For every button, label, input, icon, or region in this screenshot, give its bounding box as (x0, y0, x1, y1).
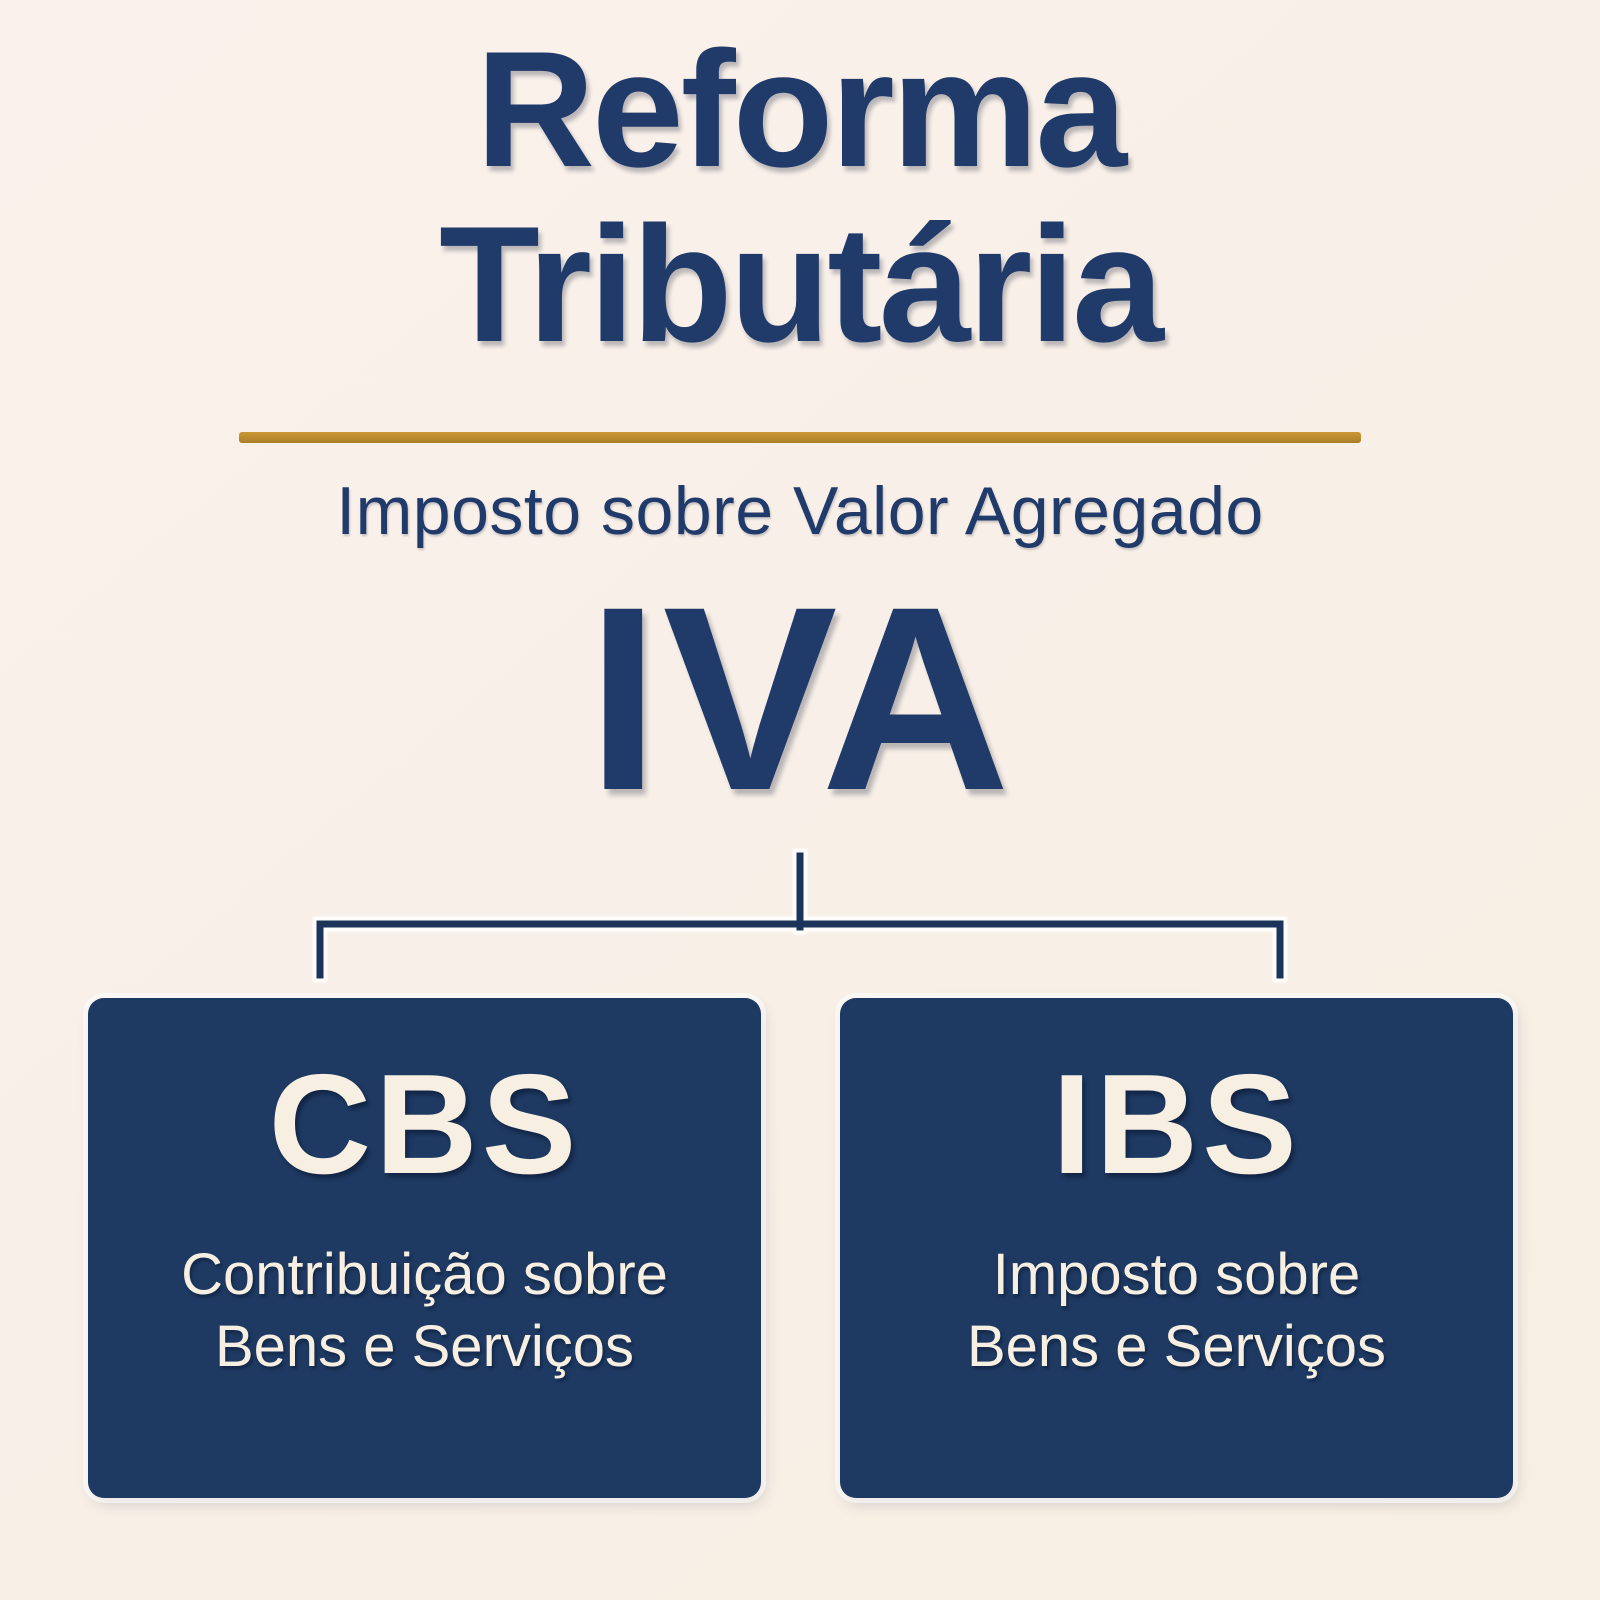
cbs-node: CBS Contribuição sobre Bens e Serviços (88, 998, 761, 1498)
page-title-line2: Tributária (439, 191, 1164, 376)
cbs-description-line1: Contribuição sobre (181, 1242, 668, 1308)
page-subtitle: Imposto sobre Valor Agregado (336, 473, 1264, 549)
ibs-description-line1: Imposto sobre (992, 1242, 1361, 1308)
title-divider (239, 432, 1361, 443)
cbs-description-line2: Bens e Serviços (214, 1314, 635, 1379)
root-node-label: IVA (586, 552, 1014, 845)
ibs-description-line2: Bens e Serviços (966, 1314, 1387, 1379)
page-title-line1: Reforma (475, 17, 1127, 201)
ibs-description: Imposto sobre Bens e Serviços (967, 1239, 1386, 1383)
page-title: Reforma Tributária (0, 22, 1600, 372)
cbs-acronym: CBS (268, 1045, 581, 1204)
ibs-acronym: IBS (1052, 1045, 1301, 1204)
ibs-node: IBS Imposto sobre Bens e Serviços (840, 998, 1513, 1498)
cbs-description: Contribuição sobre Bens e Serviços (181, 1239, 668, 1383)
